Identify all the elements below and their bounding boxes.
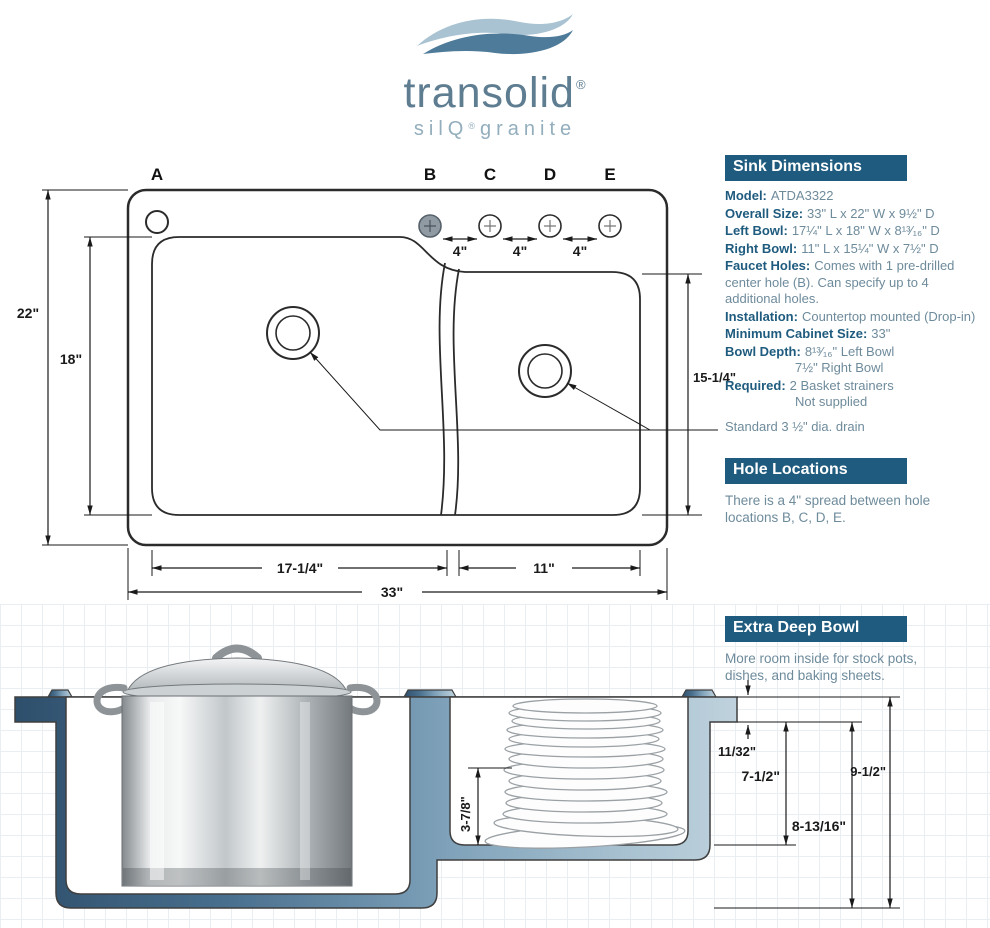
spec-value: ATDA3322 xyxy=(770,188,834,203)
tagline-registered-mark: ® xyxy=(468,121,480,131)
brand-wordmark: transolid® xyxy=(345,72,645,115)
spec-row-min-cabinet: Minimum Cabinet Size:33" xyxy=(725,326,987,343)
left-drain xyxy=(266,306,320,360)
hole-label-e: E xyxy=(604,165,615,184)
hole-label-c: C xyxy=(484,165,496,184)
spec-row-left-bowl: Left Bowl:17¼" L x 18" W x 8¹³⁄₁₆" D xyxy=(725,223,987,240)
spec-value: 8¹³⁄₁₆" Left Bowl xyxy=(804,343,895,359)
spec-value-continued: Not supplied xyxy=(795,394,868,409)
spec-label: Installation: xyxy=(725,308,798,324)
spec-label: Right Bowl: xyxy=(725,240,798,256)
pot-handle-left xyxy=(93,683,128,716)
dim-spread-de: 4" xyxy=(573,243,587,259)
stock-pot xyxy=(93,644,381,887)
sink-cross-section: 11/32" 7-1/2" 8-13/16" 9-1/2" 3-7/8" xyxy=(14,644,900,909)
brand-registered-mark: ® xyxy=(575,77,587,92)
dim-overall-height: 22" xyxy=(17,305,39,321)
dim-right-bowl-lines xyxy=(642,273,702,516)
tagline-granite: granite xyxy=(479,118,577,140)
dim-spread-cd: 4" xyxy=(513,243,527,259)
pot-handle-right xyxy=(346,683,381,716)
hole-d xyxy=(538,214,562,238)
spec-value: 2 Basket strainers xyxy=(789,377,894,393)
pot-lid-handle xyxy=(212,644,262,662)
spec-row-model: Model:ATDA3322 xyxy=(725,188,987,205)
bowl-divider-left-edge xyxy=(438,262,446,516)
hole-label-b: B xyxy=(424,165,436,184)
plate-stack xyxy=(484,698,686,849)
spec-row-right-bowl: Right Bowl:11" L x 15¼" W x 7½" D xyxy=(725,241,987,258)
sink-dimensions-specs: Model:ATDA3322 Overall Size:33" L x 22" … xyxy=(725,188,987,412)
sink-dimensions-header: Sink Dimensions xyxy=(725,155,907,181)
dim-18-lines xyxy=(84,236,152,516)
brand-logo: transolid® silQ®granite xyxy=(345,12,645,141)
hole-a xyxy=(145,210,169,234)
dim-rim-thickness: 11/32" xyxy=(718,744,756,759)
dim-22-lines xyxy=(42,189,128,546)
extra-deep-bowl-header: Extra Deep Bowl xyxy=(725,616,907,642)
dim-bottom-lines xyxy=(127,548,668,600)
spec-label: Overall Size: xyxy=(725,205,804,221)
rim-lip-right xyxy=(680,689,718,698)
hole-label-d: D xyxy=(544,165,556,184)
bowl-outline xyxy=(151,236,641,516)
hole-locations-header: Hole Locations xyxy=(725,458,907,484)
tagline-silq: silQ xyxy=(413,118,469,140)
dim-bowl-height: 18" xyxy=(60,351,82,367)
spec-row-overall-size: Overall Size:33" L x 22" W x 9½" D xyxy=(725,206,987,223)
hole-locations-body: There is a 4" spread between hole locati… xyxy=(725,493,931,525)
drain-leader-lines xyxy=(309,351,718,431)
spec-value: 33" L x 22" W x 9½" D xyxy=(807,205,935,221)
spec-value: 11" L x 15¼" W x 7½" D xyxy=(801,240,939,256)
spec-row-required: Required:2 Basket strainers Not supplied xyxy=(725,378,987,411)
rim-lip-center xyxy=(402,689,458,698)
dim-overall-width: 33" xyxy=(381,584,403,600)
spec-label: Bowl Depth: xyxy=(725,343,801,359)
dim-overall-depth: 9-1/2" xyxy=(850,764,886,779)
spec-value: 17¼" L x 18" W x 8¹³⁄₁₆" D xyxy=(791,223,940,238)
spec-label: Left Bowl: xyxy=(725,223,788,238)
dim-left-bowl-depth: 8-13/16" xyxy=(792,818,846,834)
dim-right-bowl-height: 15-1/4" xyxy=(693,370,736,385)
brand-name: transolid xyxy=(403,69,575,117)
dim-stack-height: 3-7/8" xyxy=(458,796,473,832)
spec-value-continued: 7½" Right Bowl xyxy=(795,360,884,375)
drain-annotation: Standard 3 ½" dia. drain xyxy=(725,419,865,434)
spec-label: Faucet Holes: xyxy=(725,258,811,273)
spec-label: Model: xyxy=(725,188,767,203)
sink-top-view: A B C D E 4" 4" 4" xyxy=(17,165,736,600)
hole-b xyxy=(418,214,442,238)
spec-label: Required: xyxy=(725,377,786,393)
brand-wave-icon xyxy=(417,14,573,55)
spec-row-faucet-holes: Faucet Holes:Comes with 1 pre-drilled ce… xyxy=(725,258,987,308)
brand-tagline: silQ®granite xyxy=(345,118,645,141)
dim-spread-bc: 4" xyxy=(453,243,467,259)
spec-label: Minimum Cabinet Size: xyxy=(725,326,868,341)
section-dimension-lines xyxy=(468,680,900,909)
dim-right-bowl-width: 11" xyxy=(533,560,554,576)
bowl-divider-right-edge xyxy=(452,268,460,516)
hole-e xyxy=(598,214,622,238)
spec-value: Countertop mounted (Drop-in) xyxy=(801,308,976,324)
hole-c xyxy=(478,214,502,238)
spec-row-installation: Installation:Countertop mounted (Drop-in… xyxy=(725,309,987,326)
pot-lid-dome xyxy=(126,657,348,693)
right-drain xyxy=(518,344,572,398)
rim-lip-left xyxy=(46,689,74,698)
spec-value: Comes with 1 pre-drilled center hole (B)… xyxy=(725,258,955,306)
hole-label-a: A xyxy=(151,165,163,184)
spec-value: 33" xyxy=(871,326,891,341)
pot-bottom-shadow xyxy=(123,868,351,885)
extra-deep-bowl-body: More room inside for stock pots, dishes,… xyxy=(725,651,918,683)
dim-left-bowl-width: 17-1/4" xyxy=(277,560,323,576)
spec-row-bowl-depth: Bowl Depth:8¹³⁄₁₆" Left Bowl 7½" Right B… xyxy=(725,344,987,377)
dim-right-bowl-depth: 7-1/2" xyxy=(741,768,780,784)
